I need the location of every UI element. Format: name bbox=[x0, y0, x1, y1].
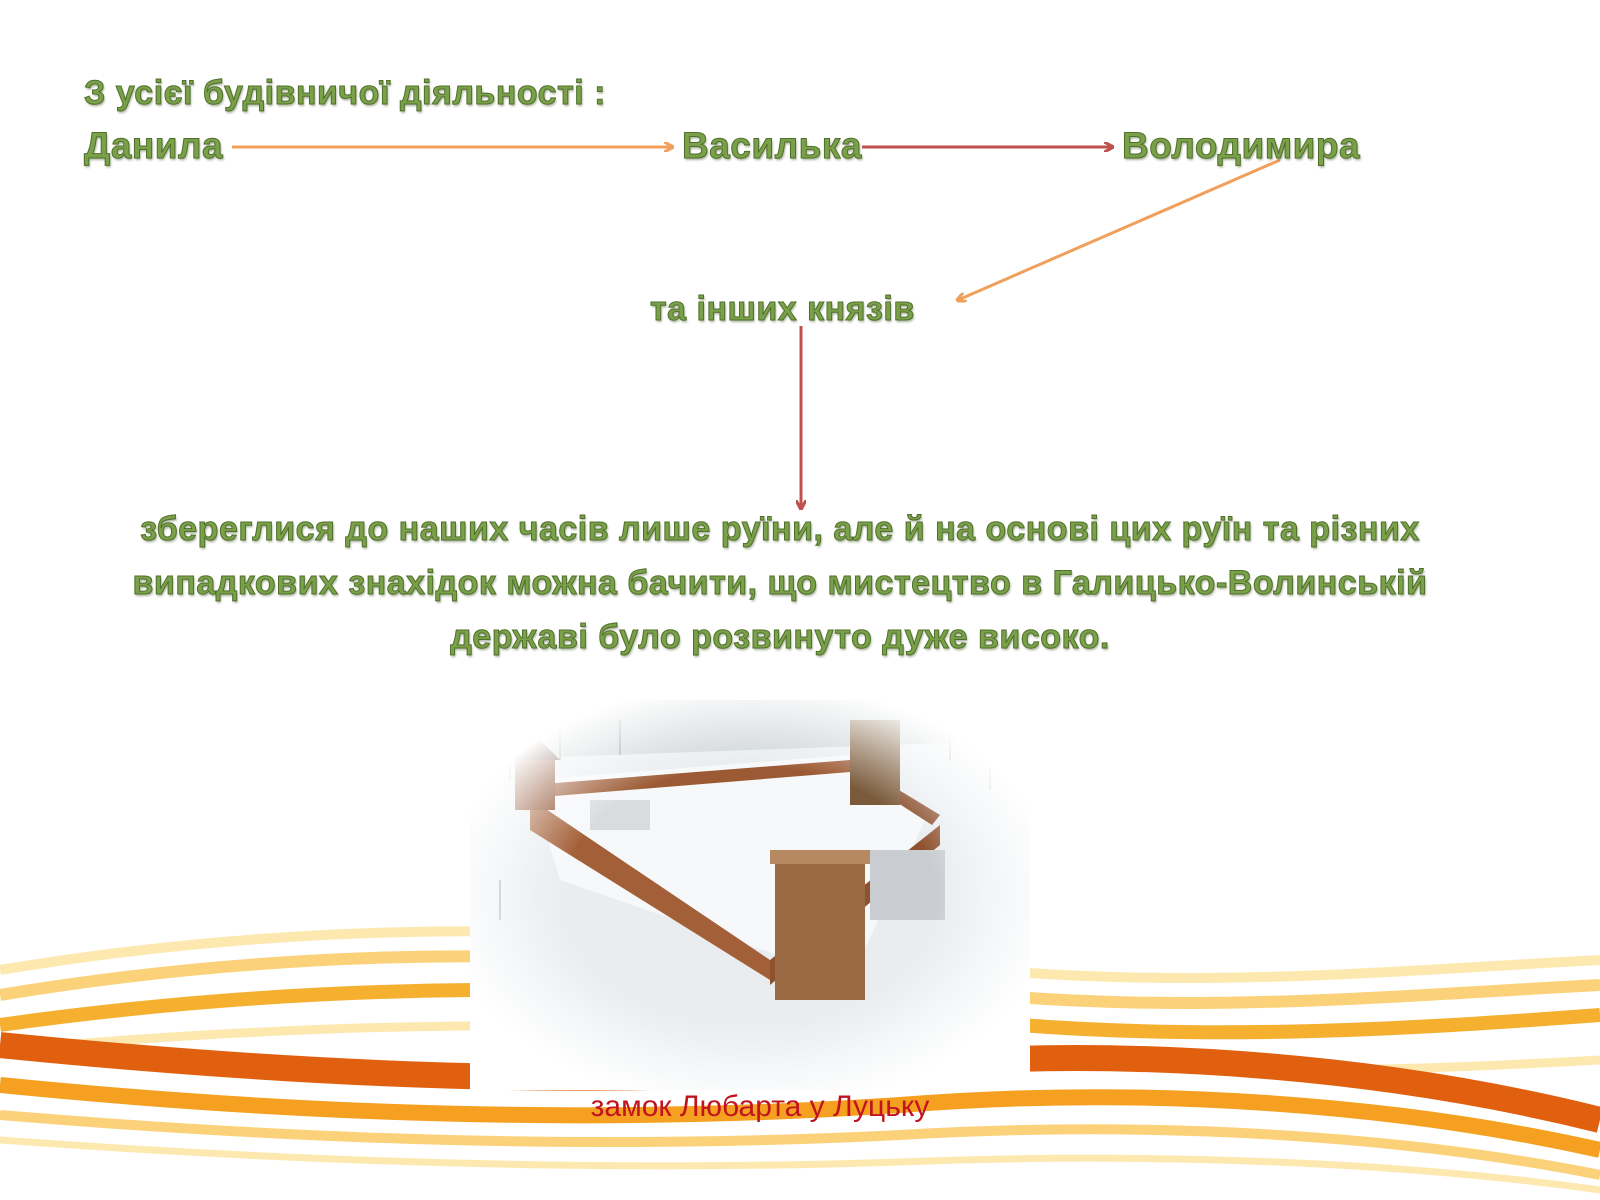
name-vasylka: Василька bbox=[682, 125, 862, 167]
name-volodymyra: Володимира bbox=[1121, 125, 1361, 167]
slide-heading: З усієї будівничої діяльності : bbox=[84, 74, 606, 113]
castle-photo bbox=[470, 700, 1030, 1090]
main-paragraph: збереглися до наших часів лише руїни, ал… bbox=[132, 510, 1428, 657]
arrow-volodymyra-to-others bbox=[958, 158, 1281, 300]
other-princes-label: та інших князів bbox=[650, 290, 915, 329]
name-danyla: Данила bbox=[83, 125, 224, 167]
photo-caption: замок Любарта у Луцьку bbox=[590, 1090, 930, 1123]
